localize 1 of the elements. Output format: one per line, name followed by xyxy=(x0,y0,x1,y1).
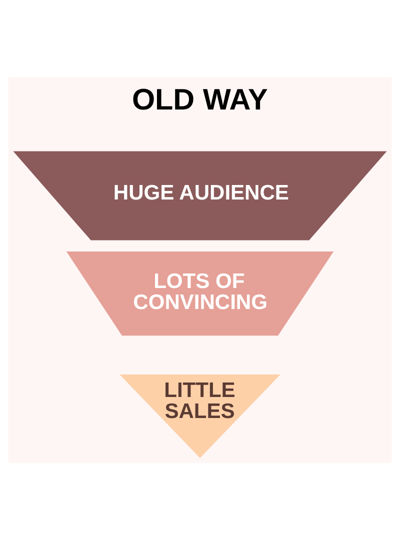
diagram-title: OLD WAY xyxy=(132,83,268,116)
